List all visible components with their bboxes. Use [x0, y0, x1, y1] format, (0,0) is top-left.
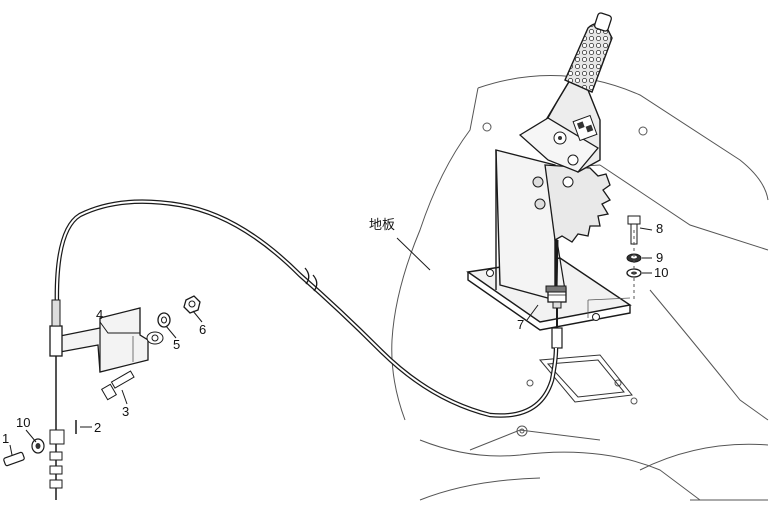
callout-4: 4	[96, 307, 104, 322]
lever-grip	[564, 12, 613, 93]
clevis-pin	[3, 451, 25, 467]
ratchet-sector	[544, 164, 611, 243]
callout-9: 9	[656, 250, 664, 265]
hex-nut	[183, 295, 201, 314]
brake-cable	[54, 199, 559, 418]
washer-left	[31, 438, 45, 454]
callout-7: 7	[517, 317, 525, 332]
cable-bracket	[59, 307, 164, 373]
callout-5: 5	[173, 337, 181, 352]
callout-10-right: 10	[654, 265, 669, 280]
callout-6: 6	[199, 322, 207, 337]
floor-label: 地板	[369, 218, 396, 233]
vehicle-floor-outline	[391, 75, 769, 501]
callout-3: 3	[122, 404, 130, 419]
floor-opening-plate	[539, 354, 633, 403]
callout-8: 8	[656, 221, 664, 236]
hand-brake-lever	[518, 79, 601, 173]
callout-10-left: 10	[16, 415, 31, 430]
bolt-left	[100, 370, 135, 401]
cable-housing-end	[49, 299, 65, 500]
base-bolt	[545, 285, 567, 293]
callout-2: 2	[94, 420, 102, 435]
leader-lines	[9, 227, 653, 456]
callout-1: 1	[2, 431, 10, 446]
lock-washer	[157, 312, 171, 328]
